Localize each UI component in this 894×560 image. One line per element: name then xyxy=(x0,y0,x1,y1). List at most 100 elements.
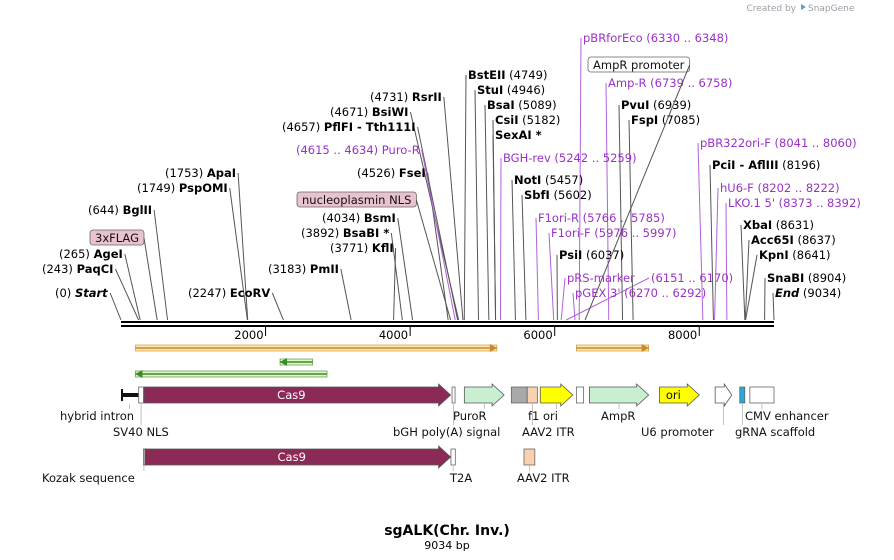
site-position: (4749) xyxy=(506,68,548,82)
site-lines xyxy=(109,37,775,321)
feature-shape xyxy=(575,386,585,404)
feature-shape xyxy=(138,386,144,404)
site-name: FseI xyxy=(399,166,426,180)
ruler-tick-label: 8000 xyxy=(668,328,697,342)
site-name: SbfI xyxy=(524,188,550,202)
feature-aav2-itr: AAV2 ITR xyxy=(517,448,570,485)
feature-ampr: AmpR xyxy=(588,383,650,423)
site-position: (7085) xyxy=(658,113,700,127)
site-label-start: (0) Start xyxy=(55,286,108,300)
site-name: ApaI xyxy=(207,166,236,180)
feature-shape xyxy=(659,383,700,407)
site-label-text: pBRforEco (6330 .. 6348) xyxy=(583,31,728,45)
site-label-text: (4526) FseI xyxy=(357,166,426,180)
site-line xyxy=(744,239,750,321)
site-label-bsmi: (4034) BsmI xyxy=(322,211,396,225)
feature-t2a: T2A xyxy=(449,448,472,485)
site-line xyxy=(709,164,714,321)
site-position: (9034) xyxy=(799,286,841,300)
feature-shape xyxy=(714,382,733,408)
site-label-psii: PsiI (6037) xyxy=(559,248,624,262)
site-name: BsaBI * xyxy=(343,226,389,240)
site-label-pmii: (3183) PmII xyxy=(268,262,339,276)
site-name: F1ori-R xyxy=(538,211,579,225)
site-line xyxy=(271,292,284,321)
feature-shape xyxy=(143,383,452,407)
site-position: (4615 .. 4634) xyxy=(296,143,382,157)
boxed-label-box xyxy=(89,229,145,246)
feature-shape xyxy=(510,386,528,404)
site-position: (6270 .. 6292) xyxy=(621,286,707,300)
site-label-csii: CsiI (5182) xyxy=(495,113,560,127)
site-line xyxy=(390,232,403,321)
site-line xyxy=(393,247,397,321)
ruler-tick-label: 6000 xyxy=(523,328,552,342)
site-label-text: PsiI (6037) xyxy=(559,248,624,262)
site-position: (2247) xyxy=(188,286,230,300)
site-label-text: hU6-F (8202 .. 8222) xyxy=(720,181,840,195)
site-name: hU6-F xyxy=(720,181,754,195)
boxed-label-text: AmpR promoter xyxy=(593,58,685,72)
site-label-apai: (1753) ApaI xyxy=(165,166,236,180)
site-label-bsai: BsaI (5089) xyxy=(487,98,557,112)
feature-label: AmpR xyxy=(601,409,635,423)
site-label-f1ori-r: F1ori-R (5766 .. 5785) xyxy=(538,211,665,225)
site-label-sexai: SexAI * xyxy=(495,128,542,142)
site-label-lko-1-5: LKO.1 5' (8373 .. 8392) xyxy=(728,196,861,210)
site-label-text: BGH-rev (5242 .. 5259) xyxy=(503,151,637,165)
site-label-pspomi: (1749) PspOMI xyxy=(137,181,228,195)
site-label-pgex-3: pGEX 3' (6270 .. 6292) xyxy=(575,286,706,300)
site-label-prs-marker: pRS-marker xyxy=(567,271,635,285)
site-label-bgh-rev: BGH-rev (5242 .. 5259) xyxy=(503,151,637,165)
feature-label: PuroR xyxy=(453,409,487,423)
feature-shape xyxy=(451,386,456,404)
boxed-label-text: nucleoplasmin NLS xyxy=(302,193,411,207)
site-label-text: (644) BglII xyxy=(88,203,152,217)
site-position: (4034) xyxy=(322,211,364,225)
site-name: Puro-R xyxy=(382,143,420,157)
site-label-text: SexAI * xyxy=(495,128,542,142)
feature-label: bGH poly(A) signal xyxy=(393,425,500,439)
site-label-puro-r: (4615 .. 4634) Puro-R xyxy=(296,143,420,157)
site-name: AgeI xyxy=(94,247,123,261)
site-name: PmII xyxy=(310,262,339,276)
site-position: (4731) xyxy=(370,90,412,104)
site-label-paqci: (243) PaqCI xyxy=(42,262,113,276)
feature-hybrid-intron: hybrid intron xyxy=(60,389,139,423)
site-label-text: BsaI (5089) xyxy=(487,98,557,112)
site-label-text: Acc65I (8637) xyxy=(751,233,836,247)
site-label-text: (4731) RsrII xyxy=(370,90,442,104)
site-line xyxy=(499,157,502,321)
site-label-text: (1749) PspOMI xyxy=(137,181,228,195)
site-label-text: StuI (4946) xyxy=(477,83,545,97)
site-position: (6151 .. 6170) xyxy=(651,271,733,285)
feature-shape xyxy=(463,383,505,407)
feature-sv40-nls: SV40 NLS xyxy=(113,386,169,439)
boxed-label-box xyxy=(587,56,691,73)
site-label-text: (3771) KflI xyxy=(330,241,394,255)
site-label-bsteii: BstEII (4749) xyxy=(468,68,547,82)
site-label-text: LKO.1 5' (8373 .. 8392) xyxy=(728,196,861,210)
site-name: Start xyxy=(75,286,108,300)
site-label-text: SnaBI (8904) xyxy=(767,271,846,285)
site-label-6151-6170: (6151 .. 6170) xyxy=(651,271,733,285)
site-label-text: pGEX 3' (6270 .. 6292) xyxy=(575,286,706,300)
site-name: PflFI - Tth111I xyxy=(324,120,416,134)
site-line xyxy=(484,104,490,321)
site-label-text: SbfI (5602) xyxy=(524,188,592,202)
credit-brand: SnapGene xyxy=(808,4,855,14)
site-position: (6939) xyxy=(649,98,691,112)
site-label-agei: (265) AgeI xyxy=(59,247,123,261)
site-name: BsaI xyxy=(487,98,515,112)
site-labels: (0) Start (243) PaqCI(265) AgeI (644) BglI… xyxy=(42,31,861,300)
site-label-rsrii: (4731) RsrII xyxy=(370,90,442,104)
site-name: BGH-rev xyxy=(503,151,551,165)
site-line xyxy=(463,74,467,321)
site-line xyxy=(153,209,169,321)
site-name: SexAI * xyxy=(495,128,542,142)
map-title: sgALK(Chr. Inv.) xyxy=(384,523,510,539)
site-name: pRS-marker xyxy=(567,271,635,285)
credit-text: Created by xyxy=(746,4,796,14)
site-line xyxy=(340,268,352,321)
